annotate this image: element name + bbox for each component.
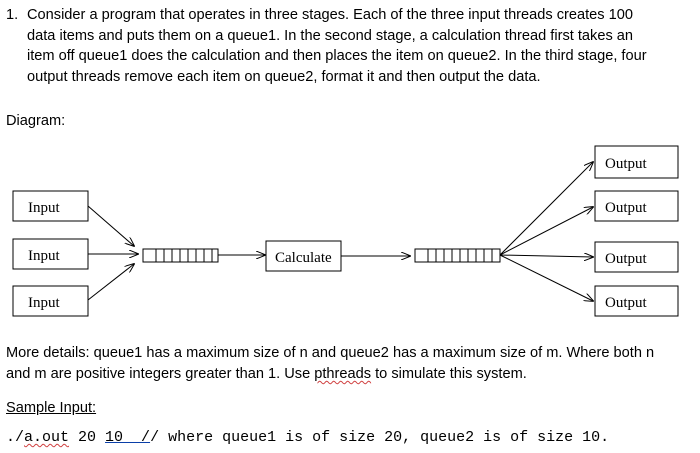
question-line-3: item off queue1 does the calculation and… <box>27 48 647 64</box>
input-label-2: Input <box>28 248 60 264</box>
input-label-1: Input <box>28 200 60 216</box>
input-box-2: Input <box>12 238 89 270</box>
details-line-2-start: and m are positive integers greater than… <box>6 366 315 382</box>
question-line-4: output threads remove each item on queue… <box>27 68 541 85</box>
diagram-label: Diagram: <box>6 113 66 129</box>
arrow-queue2-output3 <box>499 255 593 257</box>
sample-input-label: Sample Input: <box>6 400 97 416</box>
output-box-4: Output <box>594 285 679 317</box>
pthreads-word: pthreads <box>314 366 372 382</box>
output-box-2: Output <box>594 190 679 222</box>
arrow-queue2-output2 <box>499 207 593 256</box>
input-label-3: Input <box>28 295 60 311</box>
details-text: More details: queue1 has a maximum size … <box>6 343 696 385</box>
input-box-1: Input <box>12 190 89 222</box>
arrow-input1-queue1 <box>87 205 134 246</box>
question-text: 1. Consider a program that operates in t… <box>6 5 696 87</box>
output-label-3: Output <box>605 251 648 267</box>
sample-command: ./a.out 20 10 // where queue1 is of size… <box>6 429 609 446</box>
output-box-1: Output <box>594 145 679 179</box>
question-line-1: Consider a program that operates in thre… <box>27 7 634 23</box>
cmd-arg1: 20 <box>69 429 106 446</box>
output-label-4: Output <box>605 295 648 311</box>
output-box-3: Output <box>594 241 679 273</box>
queue2-icon <box>414 248 501 263</box>
question-line-2: data items and puts them on a queue1. In… <box>27 27 634 44</box>
details-line-1: More details: queue1 has a maximum size … <box>6 345 655 361</box>
arrow-queue2-output1 <box>499 162 593 256</box>
queue1-icon <box>142 248 219 263</box>
details-line-2: and m are positive integers greater than… <box>6 364 696 385</box>
output-label-2: Output <box>605 200 648 216</box>
calculate-label: Calculate <box>275 250 332 266</box>
calculate-box: Calculate <box>265 240 342 272</box>
input-box-3: Input <box>12 285 89 317</box>
arrow-input3-queue1 <box>87 264 134 301</box>
output-label-1: Output <box>605 156 648 172</box>
cmd-prefix: ./ <box>6 429 25 446</box>
question-number: 1. <box>6 7 19 23</box>
arrow-queue2-output4 <box>499 254 593 301</box>
pipeline-diagram: Input Input Input Ca <box>12 145 679 317</box>
cmd-executable: a.out <box>24 429 70 446</box>
details-line-2-end: to simulate this system. <box>371 366 527 382</box>
cmd-comment: / where queue1 is of size 20, queue2 is … <box>150 429 610 446</box>
cmd-arg2: 10 / <box>105 429 151 446</box>
